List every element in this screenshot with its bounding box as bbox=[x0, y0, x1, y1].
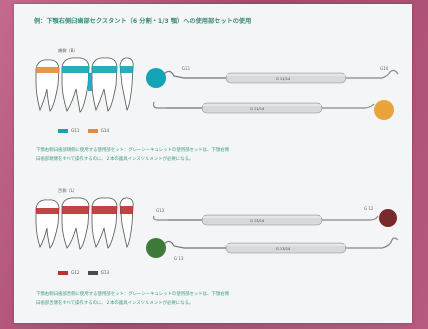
instrument-label: G 13/14 bbox=[250, 219, 265, 223]
legend-label-g11: G11 bbox=[71, 128, 80, 133]
lingual-caption: 舌側（L） bbox=[58, 188, 78, 193]
legend-swatch-g13 bbox=[87, 270, 98, 275]
working-end-ball-g14 bbox=[374, 100, 394, 120]
buccal-instrument-2: G 11/14 bbox=[152, 100, 394, 120]
lingual-legend: G12 G13 bbox=[58, 270, 109, 275]
legend-label-g13: G13 bbox=[100, 270, 110, 275]
lingual-description-line1: 下顎右側臼歯部舌側に使用する使用部セット：グレーシーキュレットの使用部セットは、… bbox=[36, 292, 230, 297]
lingual-panel: 舌側（L） G12 G13 bbox=[14, 182, 412, 320]
tag-right-g12: G 12 bbox=[364, 206, 374, 211]
tag-left-g11: G11 bbox=[182, 66, 191, 71]
buccal-panel: 頬側（B） G11 G14 bbox=[14, 32, 412, 172]
legend-swatch-g11 bbox=[58, 128, 68, 133]
lingual-description-line2: 臼歯部舌側をすべて操作するのに、２本の器具インスツルメントが必要になる。 bbox=[36, 301, 194, 306]
lingual-description: 下顎右側臼歯部舌側に使用する使用部セット：グレーシーキュレットの使用部セットは、… bbox=[36, 290, 229, 308]
buccal-instrument-1: G11 G14 G 11/14 bbox=[146, 66, 399, 88]
legend-label-g12: G12 bbox=[71, 270, 80, 275]
tag-left-g13: G13 bbox=[156, 208, 165, 213]
legend-label-g14: G14 bbox=[100, 128, 110, 133]
legend-swatch-g12 bbox=[58, 270, 68, 275]
lingual-instrument-1: G13 G 12 G 13/14 bbox=[152, 206, 397, 227]
buccal-teeth-illustration bbox=[35, 57, 134, 113]
buccal-caption: 頬側（B） bbox=[58, 48, 78, 53]
working-end-ball-g11 bbox=[146, 68, 166, 88]
legend-swatch-g14 bbox=[87, 128, 98, 133]
working-end-ball-g12 bbox=[379, 209, 397, 227]
lingual-instrument-2: G 13 G 13/14 bbox=[146, 237, 399, 261]
instrument-label: G 11/14 bbox=[276, 77, 291, 81]
tag-right-g14: G14 bbox=[380, 66, 389, 71]
buccal-description-line2: 臼歯部頬側をすべて操作するのに、２本の器具インスツルメントが必要になる。 bbox=[36, 157, 194, 162]
textbook-page: 例：下顎右側臼歯部セクスタント（6 分割・1/3 顎）への使用部セットの使用 頬… bbox=[14, 4, 412, 323]
instrument-label: G 13/14 bbox=[276, 247, 291, 251]
lingual-teeth-illustration bbox=[35, 197, 134, 250]
buccal-description-line1: 下顎右側臼歯部頬側に使用する使用部セット：グレーシーキュレットの使用部セットは、… bbox=[36, 148, 230, 153]
tag-left-g13-lower: G 13 bbox=[174, 256, 184, 261]
page-heading: 例：下顎右側臼歯部セクスタント（6 分割・1/3 顎）への使用部セットの使用 bbox=[34, 18, 252, 25]
buccal-description: 下顎右側臼歯部頬側に使用する使用部セット：グレーシーキュレットの使用部セットは、… bbox=[36, 146, 229, 164]
instrument-label: G 11/14 bbox=[250, 107, 265, 111]
buccal-legend: G11 G14 bbox=[58, 128, 109, 133]
working-end-ball-g13 bbox=[146, 238, 166, 258]
